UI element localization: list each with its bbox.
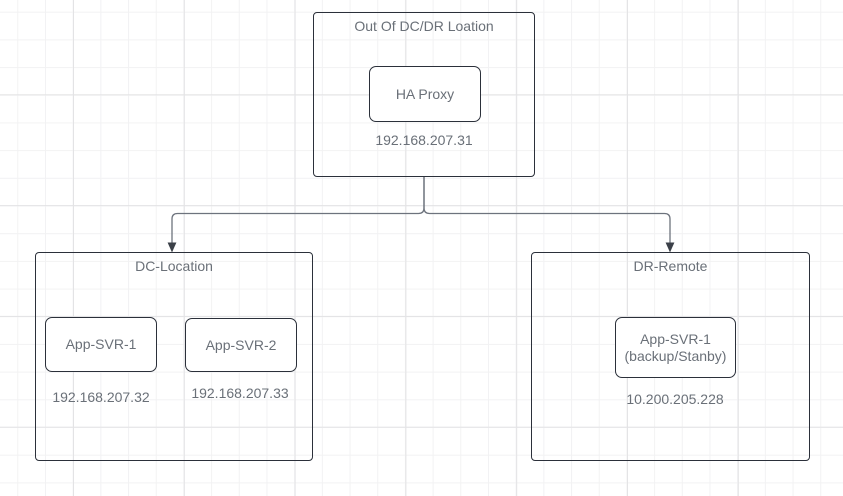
arrowhead-dc-icon <box>167 242 177 253</box>
group-out-of-dc-dr-title: Out Of DC/DR Loation <box>354 18 494 34</box>
node-app-svr-1-backup-label-line1: App-SVR-1 <box>640 330 711 347</box>
node-app-svr-2-label: App-SVR-2 <box>205 336 277 353</box>
group-dr-remote[interactable]: DR-Remote <box>531 252 810 461</box>
ip-label-app-svr-2[interactable]: 192.168.207.33 <box>191 385 289 401</box>
node-app-svr-2[interactable]: App-SVR-2 <box>185 318 297 372</box>
connector-to-dc[interactable] <box>171 177 425 243</box>
group-out-of-dc-dr[interactable]: Out Of DC/DR Loation <box>313 12 535 177</box>
ip-label-ha-proxy[interactable]: 192.168.207.31 <box>375 132 473 148</box>
node-app-svr-1[interactable]: App-SVR-1 <box>45 317 157 372</box>
node-app-svr-1-label: App-SVR-1 <box>65 336 137 352</box>
ip-label-app-svr-1[interactable]: 192.168.207.32 <box>52 389 150 405</box>
group-dc-location[interactable]: DC-Location <box>35 252 313 461</box>
node-app-svr-1-backup-label-line2: (backup/Stanby) <box>624 347 727 364</box>
connector-to-dr[interactable] <box>423 177 671 243</box>
node-ha-proxy-label: HA Proxy <box>395 85 455 102</box>
ip-label-app-svr-1-backup[interactable]: 10.200.205.228 <box>626 391 724 407</box>
group-dc-location-title: DC-Location <box>135 258 213 274</box>
arrowhead-dr-icon <box>665 242 675 253</box>
group-dr-remote-title: DR-Remote <box>633 258 708 274</box>
node-ha-proxy[interactable]: HA Proxy <box>369 66 481 122</box>
node-app-svr-1-backup[interactable]: App-SVR-1 (backup/Stanby) <box>615 317 736 378</box>
